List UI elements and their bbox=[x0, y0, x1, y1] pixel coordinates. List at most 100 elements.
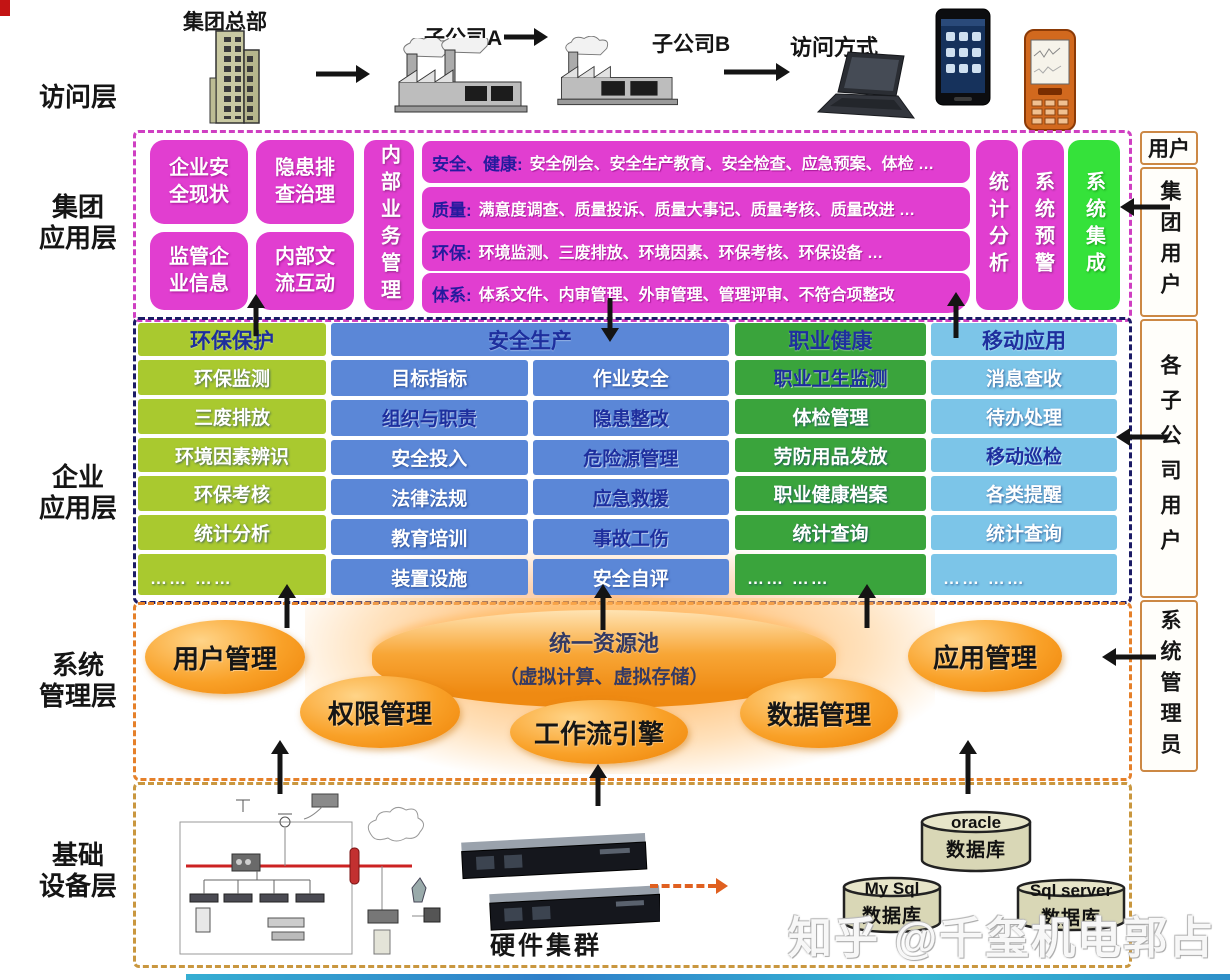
arrow-left-sysadmin bbox=[1102, 646, 1156, 668]
ellipse-app-mgmt: 应用管理 bbox=[908, 620, 1062, 692]
base-layer-box bbox=[133, 782, 1132, 968]
user-group-hq: 集团用户 bbox=[1140, 167, 1198, 317]
column-occupational-health: 职业健康 职业卫生监测体检管理劳防用品发放职业健康档案统计查询…… …… bbox=[735, 323, 926, 595]
layer-label-system: 系统 管理层 bbox=[38, 650, 117, 712]
column-header: 安全生产 bbox=[331, 323, 729, 356]
layer-label-base: 基础 设备层 bbox=[38, 840, 117, 902]
db-sub: 数据库 bbox=[945, 840, 1006, 861]
group-module-safety-status: 企业安全现状 bbox=[150, 140, 248, 224]
arrow-left-hq-users bbox=[1120, 196, 1170, 218]
safety-left-rows: 目标指标组织与职责安全投入法律法规教育培训装置设施 bbox=[331, 360, 528, 595]
row-label: 环保: bbox=[432, 243, 472, 263]
module-cell: 组织与职责 bbox=[331, 399, 528, 436]
internal-business-mgmt-bar: 内部业务管理 bbox=[364, 140, 414, 310]
arrow-hq-to-subsidiary bbox=[316, 60, 370, 88]
module-cell: 安全自评 bbox=[532, 559, 729, 595]
hardware-cluster-label: 硬件集群 bbox=[490, 932, 603, 960]
module-cell: 移动巡检 bbox=[931, 437, 1117, 473]
module-cell: 装置设施 bbox=[331, 559, 528, 595]
server-cluster-icon bbox=[461, 833, 660, 931]
ellipse-workflow-engine: 工作流引擎 bbox=[510, 700, 688, 764]
smartphone-icon bbox=[935, 8, 991, 106]
module-cell: 待办处理 bbox=[931, 398, 1117, 434]
arrow-sub-a-to-sub-b bbox=[504, 26, 548, 48]
user-group-sysadmin: 系统管理员 bbox=[1140, 600, 1198, 772]
column-rows: 职业卫生监测体检管理劳防用品发放职业健康档案统计查询…… …… bbox=[735, 360, 926, 595]
module-cell: 环保考核 bbox=[138, 476, 326, 512]
building-icon bbox=[209, 30, 260, 124]
arrow-to-access-methods bbox=[724, 58, 790, 86]
arrow-left-sub-users bbox=[1116, 426, 1168, 448]
subsidiary-b-label: 子公司B bbox=[652, 33, 731, 56]
laptop-icon bbox=[816, 51, 916, 119]
row-label: 质量: bbox=[432, 200, 472, 220]
row-items: 安全例会、安全生产教育、安全检查、应急预案、体检 … bbox=[529, 156, 935, 173]
module-cell: 环境因素辨识 bbox=[138, 437, 326, 473]
module-cell: …… …… bbox=[931, 554, 1117, 595]
group-row-quality: 质量: 满意度调查、质量投诉、质量大事记、质量考核、质量改进 … bbox=[422, 187, 970, 229]
db-name: oracle bbox=[950, 813, 1002, 832]
row-items: 满意度调查、质量投诉、质量大事记、质量考核、质量改进 … bbox=[478, 202, 916, 219]
bottom-accent-bar bbox=[186, 974, 1230, 980]
db-name: My Sql bbox=[864, 879, 920, 898]
stat-analysis-bar: 统计分析 bbox=[976, 140, 1018, 310]
group-row-safety-health: 安全、健康: 安全例会、安全生产教育、安全检查、应急预案、体检 … bbox=[422, 141, 970, 183]
group-module-hazard-mgmt: 隐患排查治理 bbox=[256, 140, 354, 224]
row-items: 环境监测、三废排放、环境因素、环保考核、环保设备 … bbox=[478, 245, 884, 262]
safety-right-rows: 作业安全隐患整改危险源管理应急救援事故工伤安全自评 bbox=[532, 360, 729, 595]
layer-label-access: 访问层 bbox=[38, 82, 117, 112]
module-cell: 教育培训 bbox=[331, 519, 528, 556]
db-sub: 数据库 bbox=[861, 906, 922, 927]
module-cell: 体检管理 bbox=[735, 398, 926, 434]
system-integration-bar: 系统集成 bbox=[1068, 140, 1120, 310]
safety-subcolumns: 目标指标组织与职责安全投入法律法规教育培训装置设施 作业安全隐患整改危险源管理应… bbox=[331, 360, 729, 595]
layer-label-group: 集团 应用层 bbox=[38, 192, 117, 254]
hq-label: 集团总部 bbox=[183, 11, 267, 34]
sqlserver-database: Sql server 数据库 bbox=[1014, 878, 1128, 934]
arrow-up-mobile-to-group bbox=[946, 292, 966, 338]
column-rows: 消息查收待办处理移动巡检各类提醒统计查询…… …… bbox=[931, 360, 1117, 595]
system-warning-bar: 系统预警 bbox=[1022, 140, 1064, 310]
module-cell: 职业卫生监测 bbox=[735, 360, 926, 395]
module-cell: 各类提醒 bbox=[931, 476, 1117, 512]
database-cylinder-icon bbox=[842, 876, 942, 934]
database-cylinder-icon bbox=[1016, 878, 1126, 932]
user-panel-header: 用户 bbox=[1140, 131, 1198, 165]
module-cell: 事故工伤 bbox=[532, 519, 729, 556]
layer-label-enterprise: 企业 应用层 bbox=[38, 462, 117, 524]
module-cell: 职业健康档案 bbox=[735, 476, 926, 512]
column-header: 移动应用 bbox=[931, 323, 1117, 356]
watermark: 知乎 @千玺机电郭占元 bbox=[788, 914, 1216, 980]
factory-b-icon bbox=[557, 36, 678, 106]
group-module-internal-comms: 内部文流互动 bbox=[256, 232, 354, 310]
module-cell: 环保监测 bbox=[138, 360, 326, 395]
column-header: 职业健康 bbox=[735, 323, 926, 356]
group-module-regulated-info: 监管企业信息 bbox=[150, 232, 248, 310]
module-cell: 统计查询 bbox=[931, 515, 1117, 551]
arrow-up-sys-to-ent-1 bbox=[277, 584, 297, 628]
arrow-up-sys-to-ent-2 bbox=[593, 584, 613, 630]
db-name: Sql server bbox=[1029, 881, 1113, 900]
group-row-environment: 环保: 环境监测、三废排放、环境因素、环保考核、环保设备 … bbox=[422, 231, 970, 271]
module-cell: …… …… bbox=[735, 554, 926, 595]
column-rows: 环保监测三废排放环境因素辨识环保考核统计分析…… …… bbox=[138, 360, 326, 595]
database-cylinder-icon bbox=[920, 810, 1032, 873]
row-label: 体系: bbox=[432, 285, 472, 305]
ellipse-data-mgmt: 数据管理 bbox=[740, 678, 898, 748]
arrow-up-env-to-group bbox=[246, 294, 266, 336]
module-cell: 隐患整改 bbox=[532, 399, 729, 436]
network-topology-icon bbox=[179, 793, 441, 955]
arrow-up-base-to-sys-2 bbox=[588, 764, 608, 806]
row-items: 体系文件、内审管理、外审管理、管理评审、不符合项整改 bbox=[478, 287, 895, 304]
module-cell: 危险源管理 bbox=[532, 439, 729, 476]
module-cell: …… …… bbox=[138, 554, 326, 595]
arrow-up-base-to-sys-3 bbox=[958, 740, 978, 794]
oracle-database: oracle 数据库 bbox=[918, 810, 1034, 874]
resource-pool-title: 统一资源池 bbox=[548, 631, 659, 656]
arrow-up-sys-to-ent-3 bbox=[857, 584, 877, 628]
module-cell: 应急救援 bbox=[532, 479, 729, 516]
ellipse-permission-mgmt: 权限管理 bbox=[300, 676, 460, 748]
handheld-terminal-icon bbox=[1024, 29, 1076, 131]
row-label: 安全、健康: bbox=[432, 154, 523, 174]
